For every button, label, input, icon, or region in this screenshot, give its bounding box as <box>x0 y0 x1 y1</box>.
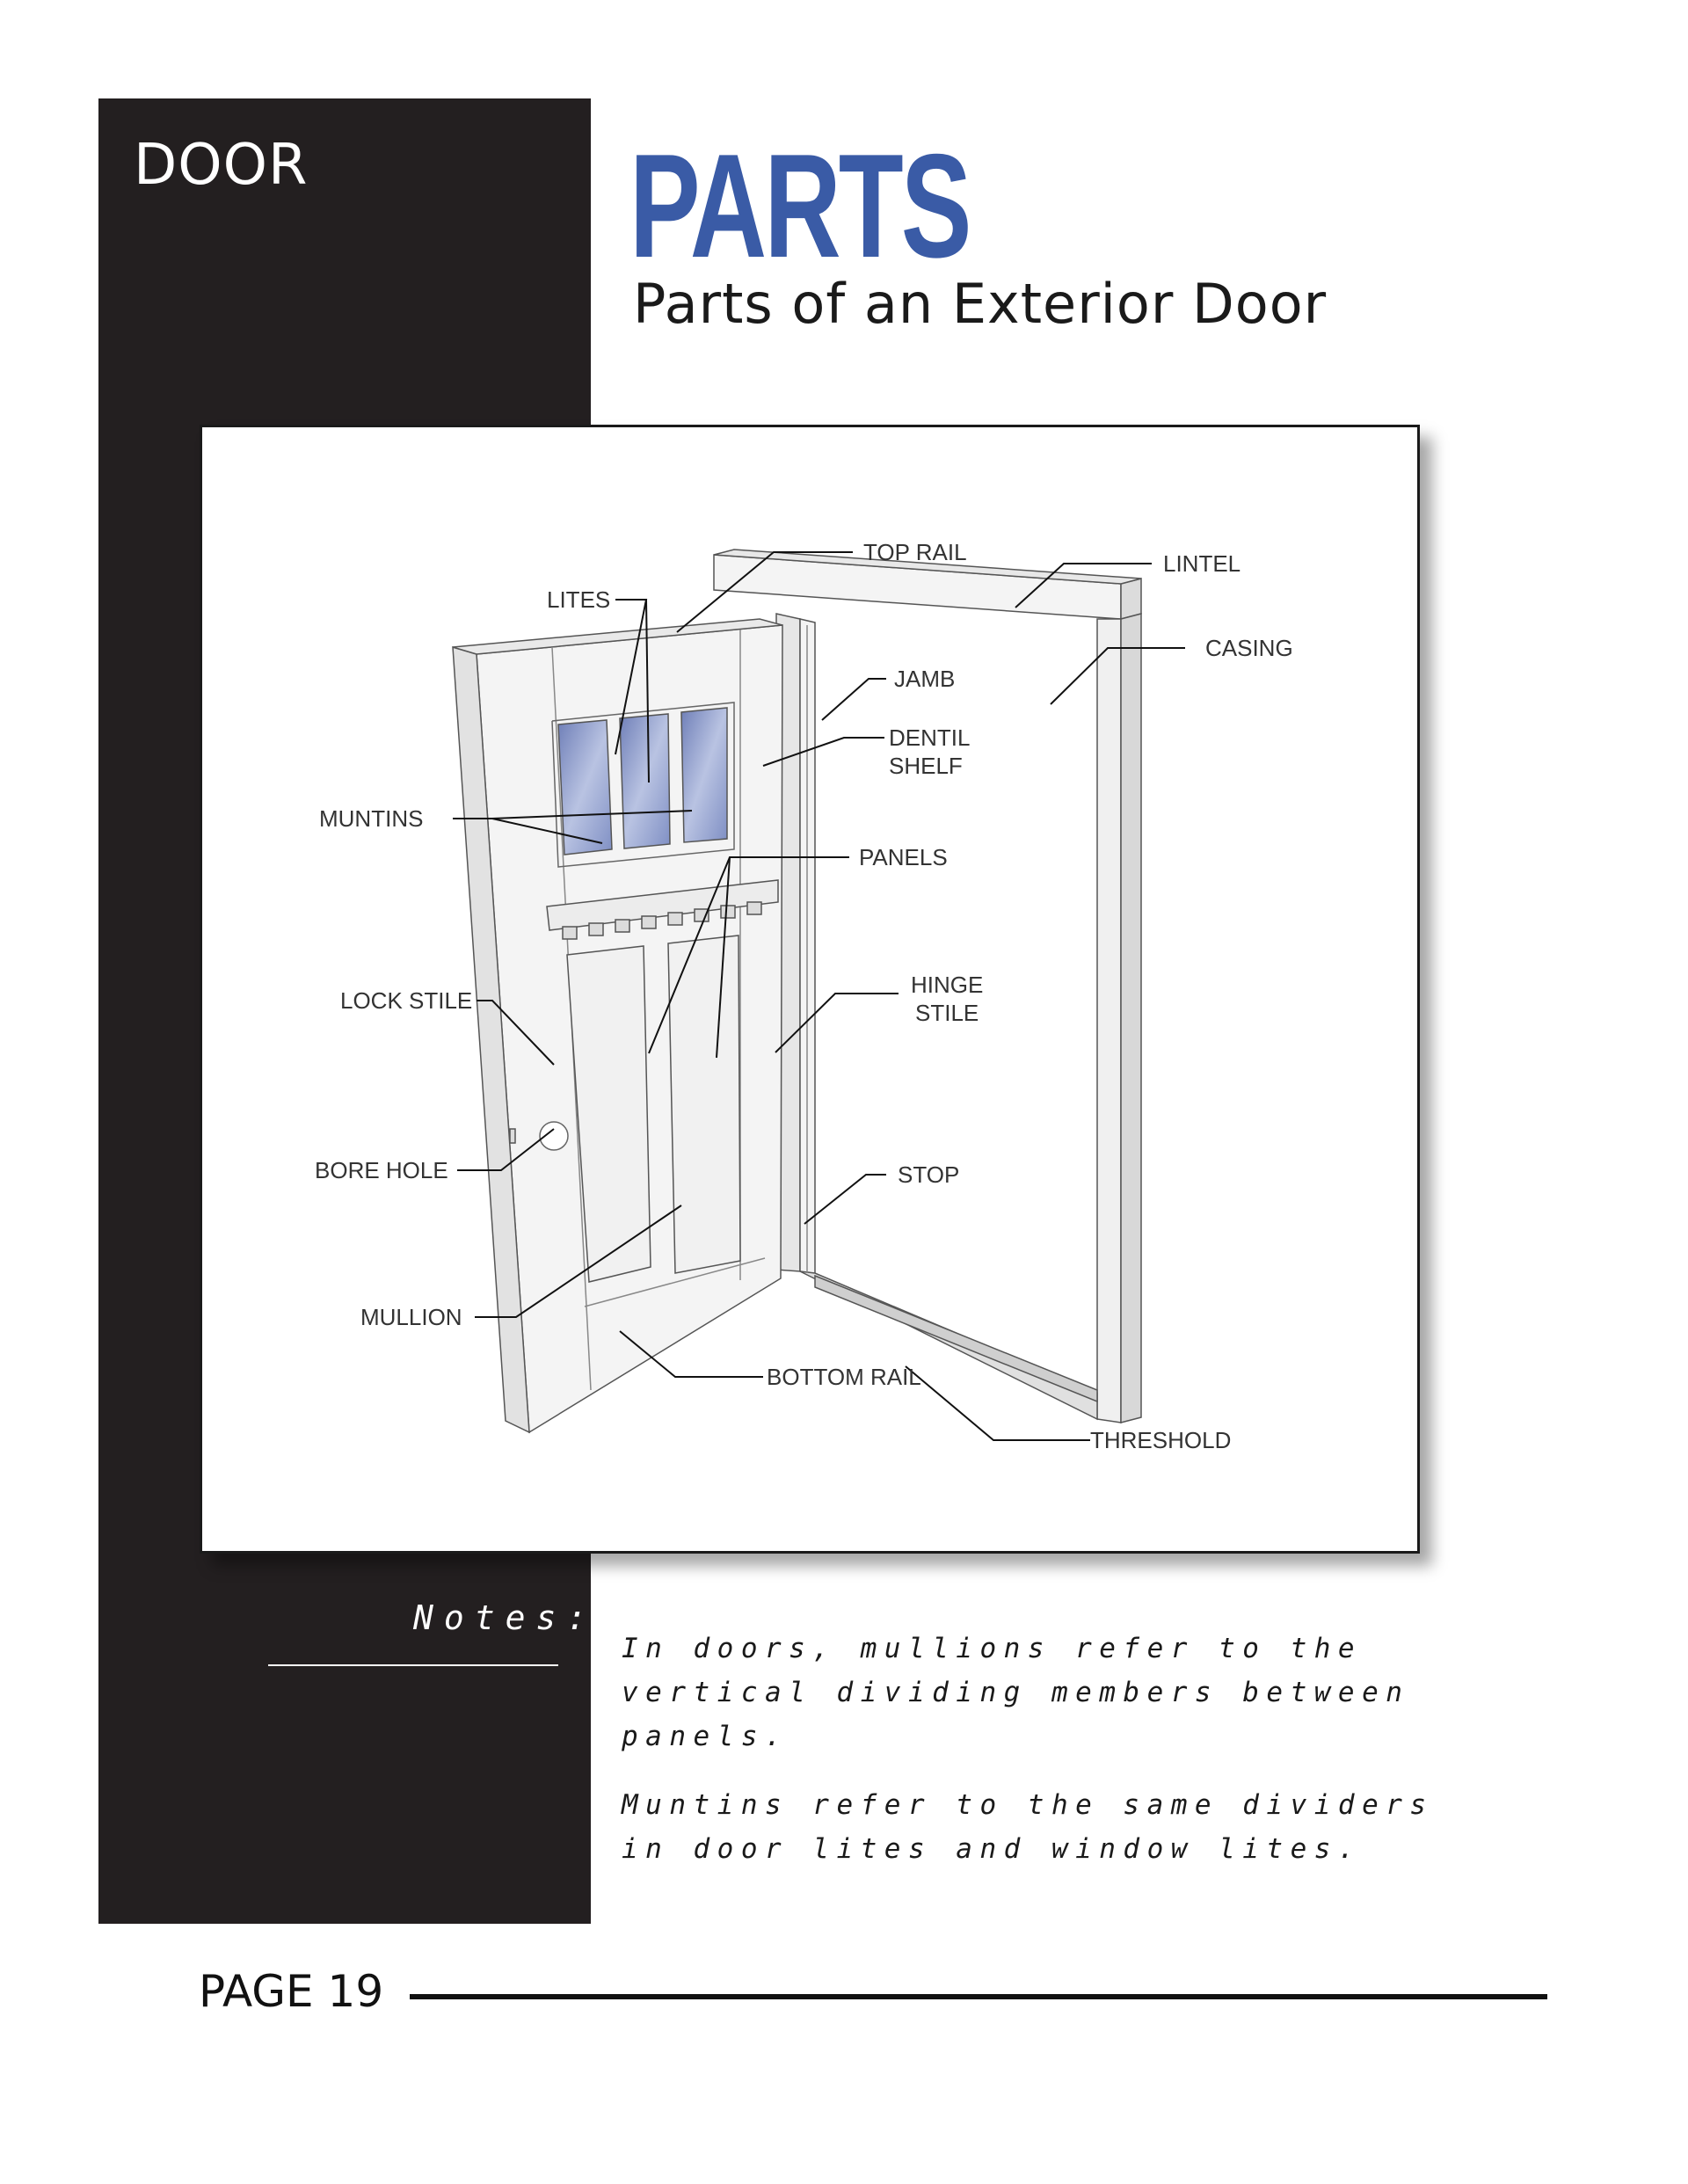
label-mullion: MULLION <box>360 1304 462 1330</box>
notes-body: In doors, mullions refer to the vertical… <box>622 1627 1501 1896</box>
label-lites: LITES <box>547 586 610 613</box>
door-leaf-drawing <box>452 618 783 1434</box>
label-lintel: LINTEL <box>1163 550 1241 577</box>
label-panels: PANELS <box>859 844 948 870</box>
notes-divider <box>268 1664 558 1666</box>
page-title: PARTS <box>629 123 971 288</box>
label-lock-stile: LOCK STILE <box>340 987 472 1014</box>
label-bore-hole: BORE HOLE <box>315 1157 448 1183</box>
notes-paragraph: In doors, mullions refer to the vertical… <box>622 1633 1410 1752</box>
label-dentil-shelf-line1: DENTIL <box>889 724 970 751</box>
label-top-rail: TOP RAIL <box>863 539 967 565</box>
label-jamb: JAMB <box>894 666 955 692</box>
section-label: DOOR <box>134 133 309 198</box>
label-hinge-stile-line1: HINGE <box>911 972 983 998</box>
notes-paragraph: Muntins refer to the same dividers in do… <box>622 1789 1434 1865</box>
label-threshold: THRESHOLD <box>1090 1427 1231 1453</box>
label-bottom-rail: BOTTOM RAIL <box>767 1364 921 1390</box>
footer-rule <box>410 1994 1547 1999</box>
callout-leaders <box>453 551 1185 1441</box>
page-subtitle: Parts of an Exterior Door <box>633 272 1328 336</box>
label-casing: CASING <box>1205 635 1293 661</box>
frame-drawing <box>713 549 1142 1423</box>
door-diagram-figure: TOP RAIL LINTEL LITES CASING JAMB MUNTIN… <box>200 425 1420 1554</box>
label-stop: STOP <box>898 1161 959 1188</box>
label-dentil-shelf-line2: SHELF <box>889 753 963 779</box>
label-hinge-stile-line2: STILE <box>915 1000 979 1026</box>
door-diagram: TOP RAIL LINTEL LITES CASING JAMB MUNTIN… <box>315 539 1293 1453</box>
label-muntins: MUNTINS <box>319 805 423 832</box>
page-number: PAGE 19 <box>199 1966 384 2017</box>
notes-label: Notes: <box>413 1598 598 1637</box>
